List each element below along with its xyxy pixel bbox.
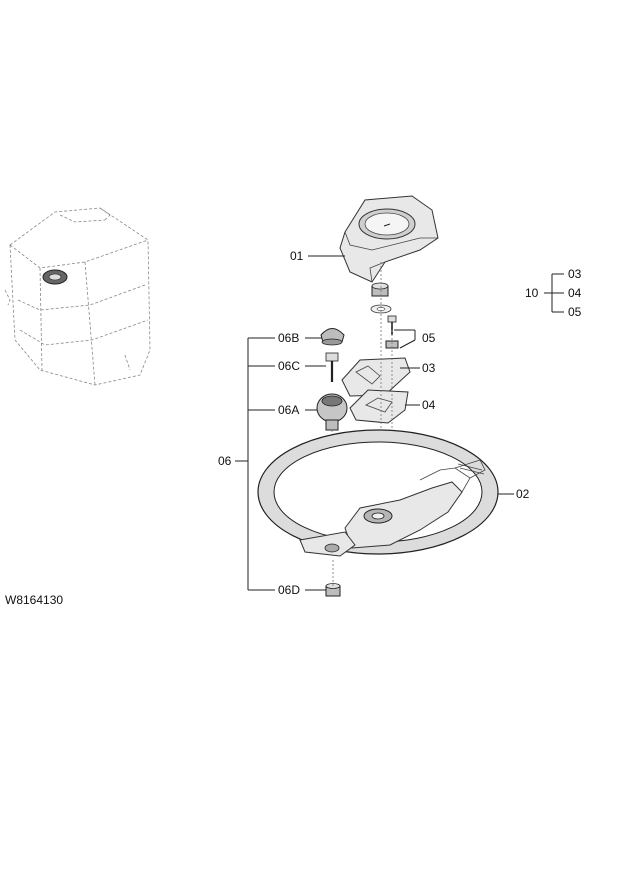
callout-06: 06 (218, 454, 232, 468)
callout-06D: 06D (278, 583, 300, 597)
horn-cover-part-01 (339, 195, 439, 283)
screw-part-05 (385, 315, 399, 349)
callout-kit-05: 05 (568, 305, 582, 319)
callout-kit-03: 03 (568, 267, 582, 281)
callout-02: 02 (516, 487, 530, 501)
callout-kit-04: 04 (568, 286, 582, 300)
callout-03: 03 (422, 361, 436, 375)
cab-locator-thumbnail (4, 207, 151, 386)
contact-plate-part-03 (341, 357, 411, 397)
knob-cap-part-06B (320, 328, 345, 346)
contact-plate-part-04 (349, 389, 409, 424)
knob-pin-part-06C (325, 352, 339, 382)
callout-kit-10: 10 (525, 286, 539, 300)
knob-nut-part-06D (325, 583, 341, 597)
callout-06C: 06C (278, 359, 300, 373)
steering-wheel-part-02 (257, 429, 499, 557)
callout-01: 01 (290, 249, 304, 263)
column-nut (371, 282, 389, 297)
callout-06A: 06A (278, 403, 299, 417)
callout-06B: 06B (278, 331, 299, 345)
callout-05: 05 (422, 331, 436, 345)
drawing-code: W8164130 (5, 593, 63, 607)
callout-04: 04 (422, 398, 436, 412)
knob-body-part-06A (316, 393, 348, 431)
leader-lines (235, 255, 564, 591)
